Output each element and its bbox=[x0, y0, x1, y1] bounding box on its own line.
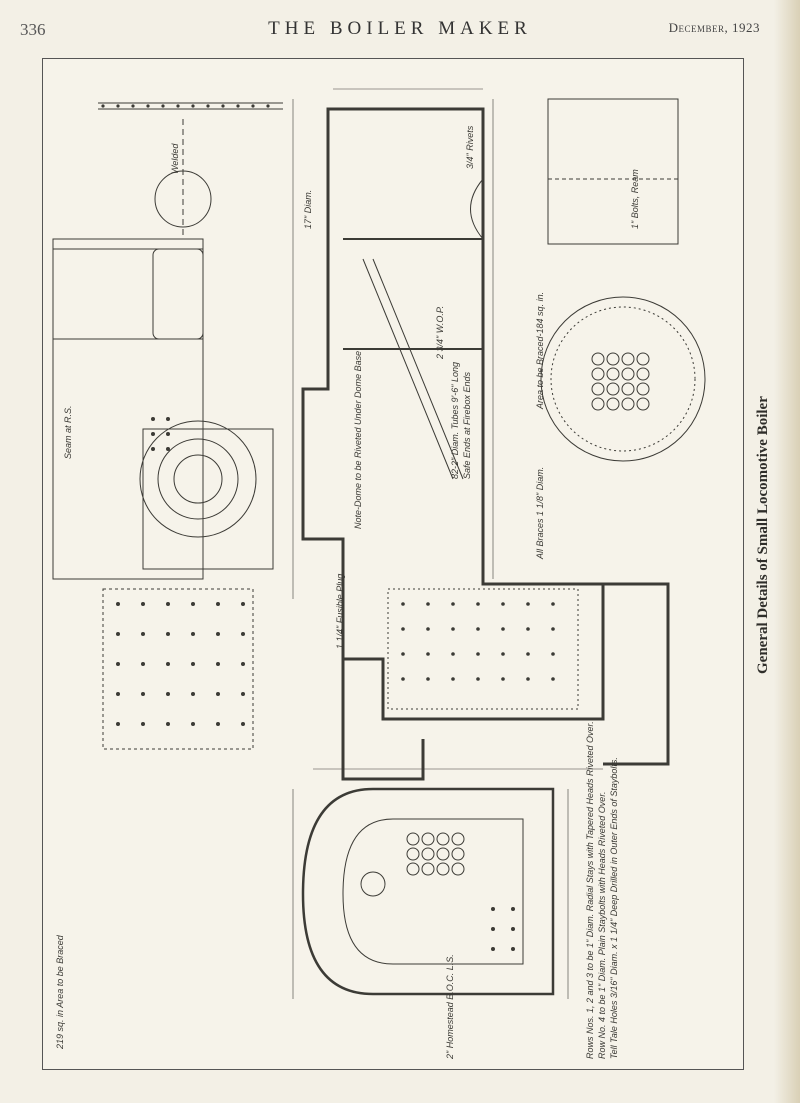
tube-sheet-circle bbox=[540, 296, 706, 462]
issue-date: December, 1923 bbox=[668, 20, 760, 35]
note-tubes: 82-2" Diam. Tubes 9'-6" Long bbox=[450, 362, 460, 479]
dome-ring bbox=[139, 420, 257, 538]
journal-title: THE BOILER MAKER bbox=[268, 18, 532, 39]
engineering-drawing: Area to be Braced-184 sq. in. All Braces… bbox=[42, 58, 744, 1070]
firebox-sheet-grid bbox=[102, 588, 254, 750]
dome-seat bbox=[142, 428, 274, 570]
note-fusible-plug: 1 1/4" Fusible Plug bbox=[335, 574, 345, 649]
barrel-elevation bbox=[52, 238, 204, 580]
backhead-view bbox=[301, 787, 555, 996]
boiler-drawing-svg: Area to be Braced-184 sq. in. All Braces… bbox=[52, 88, 706, 1060]
note-safe-ends: Safe Ends at Firebox Ends bbox=[462, 371, 472, 479]
note-rows-1: Rows Nos. 1, 2 and 3 to be 1" Diam. Radi… bbox=[585, 721, 595, 1059]
diagonal-brace bbox=[362, 258, 454, 480]
dome-liner-curve bbox=[470, 178, 484, 240]
firebox-staybolt-field bbox=[387, 588, 579, 710]
note-all-braces: All Braces 1 1/8" Diam. bbox=[535, 467, 545, 560]
page-number: 336 bbox=[20, 20, 46, 39]
note-dome-riveted: Note-Dome to be Riveted Under Dome Base bbox=[353, 351, 363, 529]
mud-ring-section bbox=[603, 582, 670, 766]
note-homestead: 2" Homestead B.O.C. L.S. bbox=[445, 954, 455, 1060]
note-rows-2: Row No. 4 to be 1" Diam. Plain Staybolts… bbox=[597, 792, 607, 1059]
note-rivets: 3/4" Rivets bbox=[465, 125, 475, 169]
page-gutter bbox=[774, 0, 800, 1103]
figure-caption: General Details of Small Locomotive Boil… bbox=[755, 396, 771, 674]
boiler-longitudinal-section bbox=[301, 107, 605, 721]
note-area-braced: Area to be Braced-184 sq. in. bbox=[535, 292, 545, 410]
note-wop: 2 3/4" W.O.P. bbox=[435, 306, 445, 360]
note-area-219: 219 sq. in Area to be Braced bbox=[55, 934, 65, 1050]
page-header: 336 THE BOILER MAKER December, 1923 bbox=[0, 0, 800, 50]
note-17-diam: 17" Diam. bbox=[303, 190, 313, 229]
note-tell-tale: Tell Tale Holes 3/16" Diam. x 1 1/4" Dee… bbox=[609, 757, 619, 1059]
firedoor-circle bbox=[360, 871, 386, 897]
tube-sheet-plate bbox=[547, 98, 679, 245]
note-seam: Seam at R.S. bbox=[63, 405, 73, 459]
dome-base-plate bbox=[152, 248, 204, 340]
note-welded: Welded bbox=[170, 143, 180, 174]
note-bolts-ream: 1" Bolts, Ream bbox=[630, 169, 640, 229]
